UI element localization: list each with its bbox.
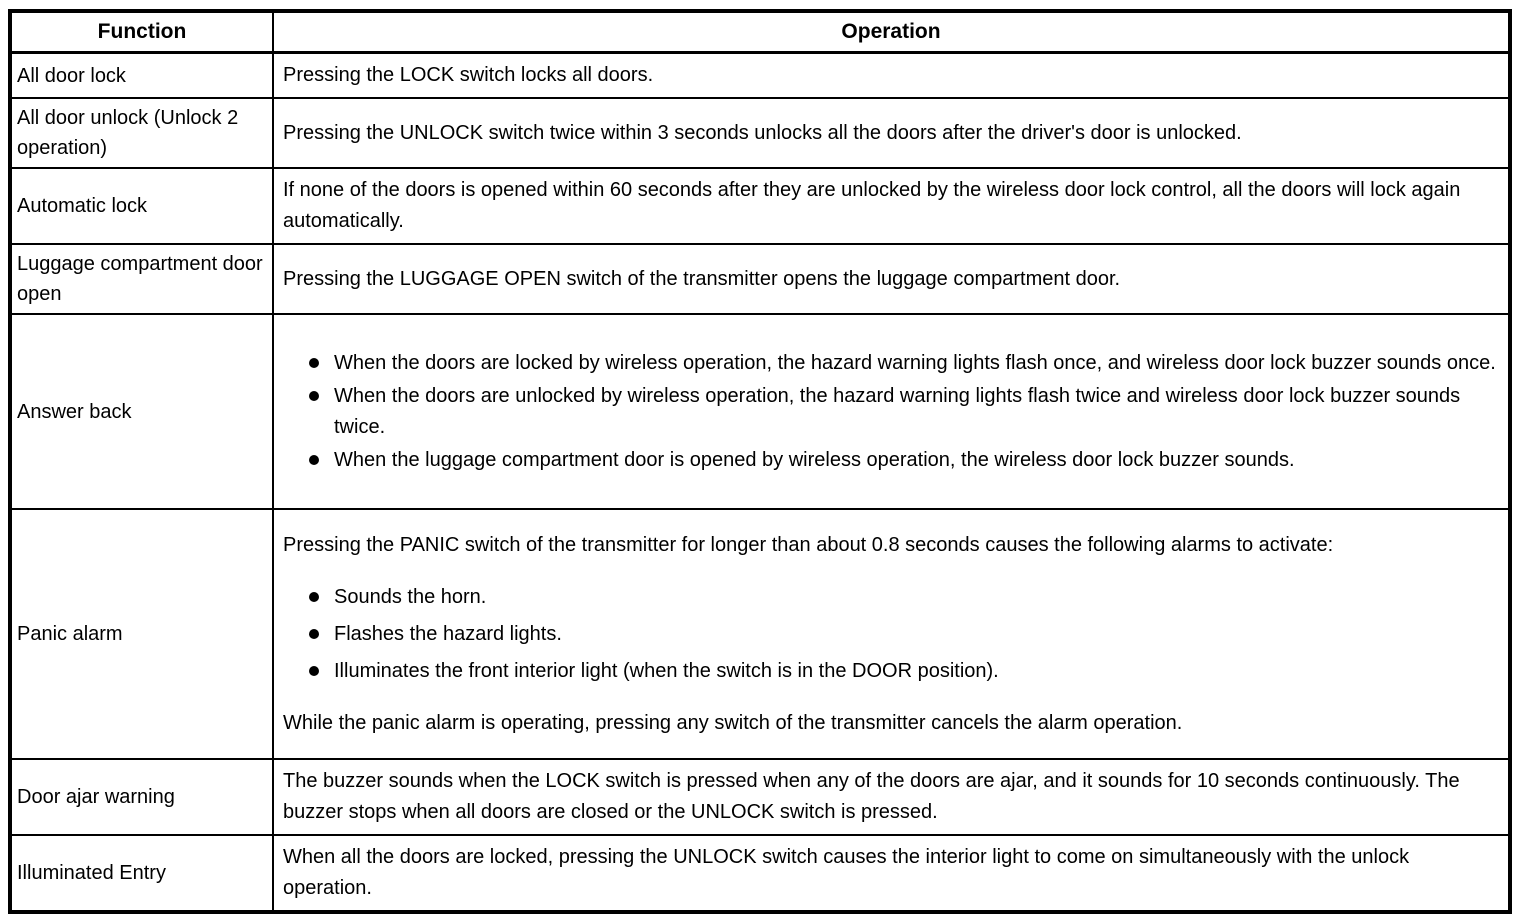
operation-cell: When all the doors are locked, pressing … bbox=[272, 834, 1511, 913]
bullet-item: When the doors are locked by wireless op… bbox=[283, 348, 1498, 379]
table-row: Luggage compartment door open Pressing th… bbox=[9, 243, 1511, 315]
column-header-function: Function bbox=[9, 10, 274, 54]
operation-cell: When the doors are locked by wireless op… bbox=[272, 313, 1511, 510]
bullet-text: Flashes the hazard lights. bbox=[334, 622, 562, 645]
operation-cell: Pressing the LOCK switch locks all doors… bbox=[272, 51, 1511, 99]
column-header-operation: Operation bbox=[272, 10, 1511, 54]
operation-paragraph: Pressing the LOCK switch locks all doors… bbox=[283, 64, 654, 86]
bullet-item: Illuminates the front interior light (wh… bbox=[283, 656, 1498, 687]
table-row: All door unlock (Unlock 2 operation) Pres… bbox=[9, 97, 1511, 169]
bullet-text: When the doors are locked by wireless op… bbox=[334, 351, 1496, 374]
bullet-icon bbox=[309, 454, 319, 465]
function-cell: Automatic lock bbox=[9, 167, 274, 245]
bullet-item: Flashes the hazard lights. bbox=[283, 619, 1498, 650]
function-cell: Answer back bbox=[9, 313, 274, 510]
function-cell: Luggage compartment door open bbox=[9, 243, 274, 315]
bullet-icon bbox=[309, 628, 319, 639]
bullet-item: When the doors are unlocked by wireless … bbox=[283, 381, 1498, 443]
bullet-text: Illuminates the front interior light (wh… bbox=[334, 659, 999, 682]
bullet-item: When the luggage compartment door is ope… bbox=[283, 445, 1498, 476]
function-cell: All door lock bbox=[9, 51, 274, 99]
bullet-icon bbox=[309, 665, 319, 676]
bullet-list: When the doors are locked by wireless op… bbox=[283, 348, 1498, 476]
table-row: Panic alarm Pressing the PANIC switch of … bbox=[9, 508, 1511, 760]
bullet-text: When the doors are unlocked by wireless … bbox=[334, 384, 1461, 438]
table-row: All door lock Pressing the LOCK switch lo… bbox=[9, 51, 1511, 99]
function-cell: All door unlock (Unlock 2 operation) bbox=[9, 97, 274, 169]
bullet-icon bbox=[309, 591, 319, 602]
function-cell: Panic alarm bbox=[9, 508, 274, 760]
bullet-text: Sounds the horn. bbox=[334, 585, 487, 608]
operation-paragraph: Pressing the UNLOCK switch twice within … bbox=[283, 121, 1242, 144]
operation-cell: If none of the doors is opened within 60… bbox=[272, 167, 1511, 245]
operation-cell: The buzzer sounds when the LOCK switch i… bbox=[272, 758, 1511, 836]
bullet-item: Sounds the horn. bbox=[283, 582, 1498, 613]
table-row: Answer back When the doors are locked by … bbox=[9, 313, 1511, 510]
operation-paragraph: Pressing the LUGGAGE OPEN switch of the … bbox=[283, 267, 1121, 290]
operation-paragraph: When all the doors are locked, pressing … bbox=[283, 846, 1410, 899]
operation-cell: Pressing the UNLOCK switch twice within … bbox=[272, 97, 1511, 169]
operation-paragraph: Pressing the PANIC switch of the transmi… bbox=[283, 533, 1334, 556]
bullet-list: Sounds the horn. Flashes the hazard light… bbox=[283, 582, 1498, 687]
operation-paragraph: If none of the doors is opened within 60… bbox=[283, 179, 1461, 232]
operation-cell: Pressing the LUGGAGE OPEN switch of the … bbox=[272, 243, 1511, 315]
operation-paragraph: While the panic alarm is operating, pres… bbox=[283, 711, 1183, 734]
bullet-icon bbox=[309, 357, 319, 368]
bullet-icon bbox=[309, 390, 319, 401]
function-cell: Door ajar warning bbox=[9, 758, 274, 836]
header-row: Function Operation bbox=[9, 10, 1511, 54]
bullet-text: When the luggage compartment door is ope… bbox=[334, 448, 1295, 471]
operation-paragraph: The buzzer sounds when the LOCK switch i… bbox=[283, 770, 1460, 823]
operation-cell: Pressing the PANIC switch of the transmi… bbox=[272, 508, 1511, 760]
function-cell: Illuminated Entry bbox=[9, 834, 274, 913]
